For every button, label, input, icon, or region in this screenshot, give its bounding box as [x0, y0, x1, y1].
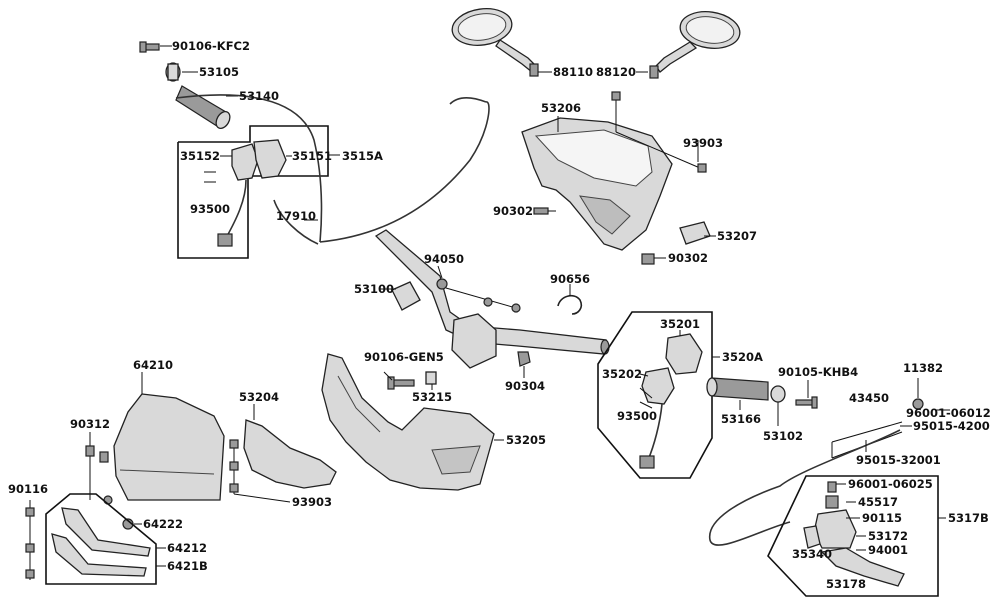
label-53100: 53100 [354, 282, 394, 296]
label-90302-lower: 90302 [668, 251, 708, 265]
trim-6421b [51, 533, 147, 577]
label-6421b: 6421B [167, 559, 208, 573]
screw-90302-lower [641, 253, 666, 265]
label-93903-bottom: 93903 [292, 495, 332, 509]
label-43450: 43450 [849, 391, 889, 405]
bolt-90106-kfc2 [139, 41, 160, 53]
left-mirror [451, 8, 539, 77]
label-90302-upper: 90302 [493, 204, 533, 218]
label-96001-06025: 96001-06025 [848, 477, 933, 491]
grip-53140 [175, 85, 231, 130]
label-95015-32001: 95015-32001 [856, 453, 941, 467]
label-35152: 35152 [180, 149, 220, 163]
switch-35340 [803, 525, 821, 549]
label-53204: 53204 [239, 390, 279, 404]
label-3520a: 3520A [722, 350, 763, 364]
bolt-94050 [436, 278, 521, 313]
connector-right [639, 455, 655, 469]
label-90116: 90116 [8, 482, 48, 496]
label-94050: 94050 [424, 252, 464, 266]
knob-53207 [679, 221, 711, 245]
label-5317b: 5317B [948, 511, 989, 525]
label-17910: 17910 [276, 209, 316, 223]
bolt-11382 [912, 398, 924, 410]
screws-90116 [25, 500, 35, 580]
cable-lower-end [273, 199, 319, 245]
label-93500-right: 93500 [617, 409, 657, 423]
switch-housing-35202 [641, 367, 675, 405]
label-93903-top: 93903 [683, 136, 723, 150]
label-88110: 88110 [553, 65, 593, 79]
throttle-cable-17910 [175, 94, 323, 243]
collar-53215 [425, 371, 437, 385]
label-90106-kfc2: 90106-KFC2 [172, 39, 250, 53]
label-53215: 53215 [412, 390, 452, 404]
bolt-93903-top [611, 91, 707, 173]
screws-93500-left [204, 171, 216, 183]
bolt-90106-gen5 [387, 376, 415, 390]
label-53207: 53207 [717, 229, 757, 243]
grip-53166 [706, 377, 769, 401]
label-53178: 53178 [826, 577, 866, 591]
screws-93903-bottom [229, 439, 291, 503]
screw-90302-upper [533, 207, 556, 215]
clip-90656 [557, 294, 583, 315]
label-53105: 53105 [199, 65, 239, 79]
label-64222: 64222 [143, 517, 183, 531]
master-cylinder-53172 [813, 481, 857, 549]
label-90105-khb4: 90105-KHB4 [778, 365, 858, 379]
throttle-cable-route [319, 101, 490, 243]
label-96001-06012: 96001-06012 [906, 406, 991, 420]
inner-cover-53205 [321, 353, 495, 491]
label-53102: 53102 [763, 429, 803, 443]
label-95015-4200: 95015-4200 [913, 419, 990, 433]
grip-end-53102 [770, 385, 786, 403]
label-53205: 53205 [506, 433, 546, 447]
windshield-64210 [113, 393, 225, 501]
label-64212: 64212 [167, 541, 207, 555]
grip-end-53105 [165, 62, 181, 82]
label-64210: 64210 [133, 358, 173, 372]
label-90656: 90656 [550, 272, 590, 286]
nut-90304 [517, 351, 531, 367]
cable-end [449, 96, 487, 105]
label-35340: 35340 [792, 547, 832, 561]
label-90312: 90312 [70, 417, 110, 431]
label-53206: 53206 [541, 101, 581, 115]
label-45517: 45517 [858, 495, 898, 509]
switch-housing-35151 [253, 139, 287, 179]
label-90304: 90304 [505, 379, 545, 393]
lever-53178 [820, 547, 905, 587]
label-53172: 53172 [868, 529, 908, 543]
screws-93500-right [639, 387, 653, 409]
label-11382: 11382 [903, 361, 943, 375]
label-35201: 35201 [660, 317, 700, 331]
switch-housing-35152 [231, 143, 259, 181]
label-90115: 90115 [862, 511, 902, 525]
switch-housing-35201 [665, 333, 703, 375]
label-53166: 53166 [721, 412, 761, 426]
connector-left [217, 233, 233, 247]
front-panel-53204 [243, 419, 337, 489]
label-35151: 35151 [292, 149, 332, 163]
trim-64212 [61, 507, 151, 557]
brake-hose [709, 429, 901, 546]
label-93500-left: 93500 [190, 202, 230, 216]
handlebar-53100 [374, 229, 610, 369]
right-mirror [649, 11, 741, 79]
handlebar-cover-53206 [521, 117, 673, 251]
label-88120: 88120 [596, 65, 636, 79]
label-35202: 35202 [602, 367, 642, 381]
label-3515a: 3515A [342, 149, 383, 163]
label-90106-gen5: 90106-GEN5 [364, 350, 444, 364]
label-53140: 53140 [239, 89, 279, 103]
label-94001: 94001 [868, 543, 908, 557]
bolt-90105-khb4 [795, 396, 818, 409]
screws-90312 [85, 432, 109, 500]
